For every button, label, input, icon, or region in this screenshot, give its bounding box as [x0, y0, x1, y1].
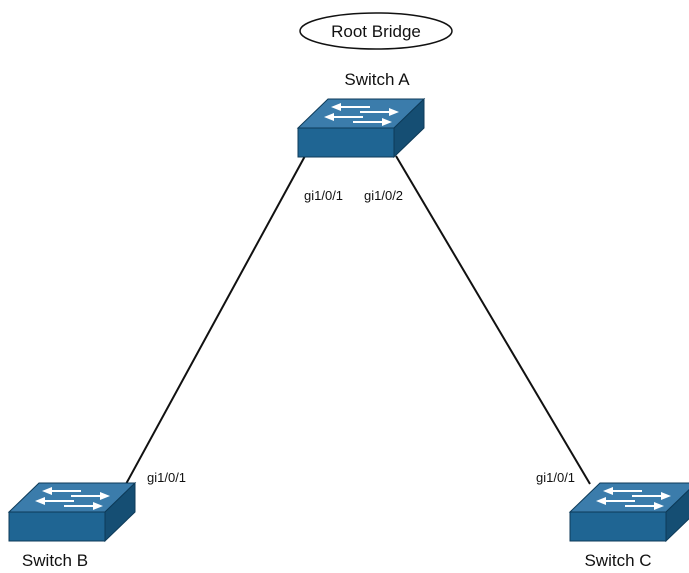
network-switch-icon: [568, 482, 689, 543]
links: [125, 155, 591, 485]
root-bridge-badge: Root Bridge: [299, 12, 453, 50]
switch-a[interactable]: Switch A: [296, 70, 426, 159]
switch-b[interactable]: Switch B: [7, 481, 137, 570]
switch-c-port-gi1-0-1-label: gi1/0/1: [536, 470, 575, 485]
root-bridge-label: Root Bridge: [331, 22, 421, 41]
switch-a-port-gi1-0-2-label: gi1/0/2: [364, 188, 403, 203]
link-a-c: [395, 155, 591, 485]
root-bridge-ellipse: [299, 12, 453, 50]
network-switch-icon: [296, 97, 426, 159]
switch-b-label: Switch B: [22, 551, 88, 570]
switch-b-port-gi1-0-1-label: gi1/0/1: [147, 470, 186, 485]
network-switch-icon: [7, 481, 137, 543]
link-a-b: [125, 155, 306, 485]
switch-c-label: Switch C: [584, 551, 651, 570]
switch-a-label: Switch A: [344, 70, 410, 89]
switch-c[interactable]: Switch C: [568, 482, 689, 570]
switch-a-port-gi1-0-1-label: gi1/0/1: [304, 188, 343, 203]
